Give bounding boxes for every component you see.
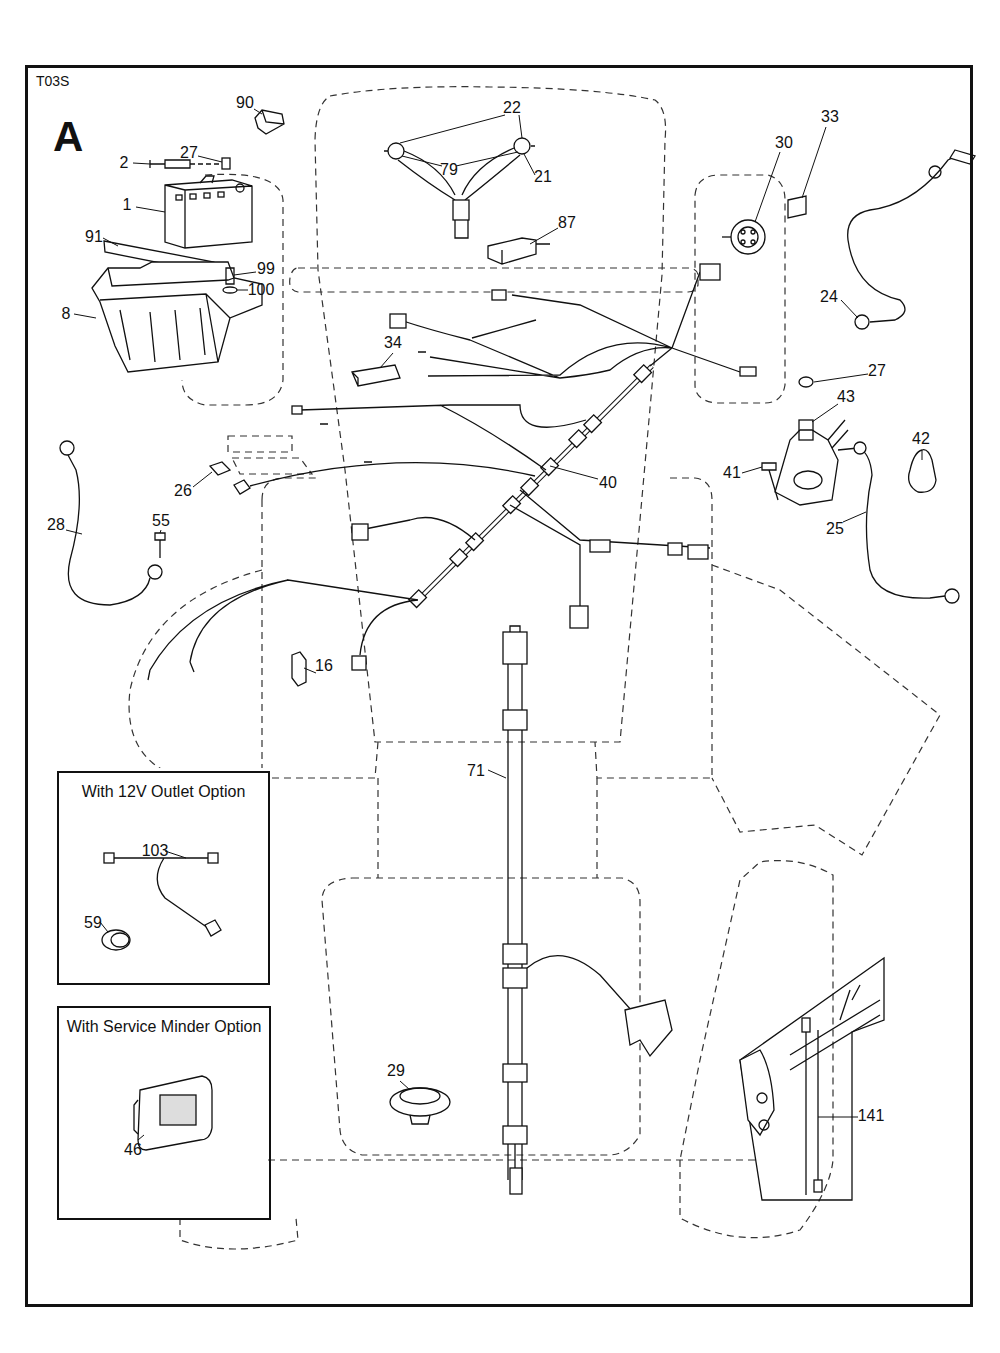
- callout-number: 16: [315, 658, 333, 674]
- option-heading: With 12V Outlet Option: [82, 783, 246, 801]
- callout-number: 24: [820, 289, 838, 305]
- callout-number: 34: [384, 335, 402, 351]
- page-code: T03S: [36, 74, 69, 89]
- callout-number: 22: [503, 100, 521, 116]
- callout-number: 26: [174, 483, 192, 499]
- callout-number: 43: [837, 389, 855, 405]
- callout-number: 46: [124, 1141, 142, 1159]
- callout-number: 27: [180, 145, 198, 161]
- drawing-frame: T03S A With 12V Outlet Option 103 59With Ser…: [25, 65, 973, 1307]
- callout-number: 25: [826, 521, 844, 537]
- callout-number: 40: [599, 475, 617, 491]
- callout-number: 99: [257, 261, 275, 277]
- callout-number: 28: [47, 517, 65, 533]
- callout-number: 100: [248, 282, 275, 298]
- view-letter: A: [53, 114, 83, 160]
- callout-number: 90: [236, 95, 254, 111]
- callout-number: 59: [84, 914, 102, 932]
- callout-number: 55: [152, 513, 170, 529]
- callout-number: 42: [912, 431, 930, 447]
- callout-number: 2: [120, 155, 129, 171]
- callout-number: 8: [62, 306, 71, 322]
- callout-number: 30: [775, 135, 793, 151]
- callout-number: 29: [387, 1063, 405, 1079]
- callout-number: 87: [558, 215, 576, 231]
- callout-number: 1: [123, 197, 132, 213]
- callout-number: 27: [868, 363, 886, 379]
- callout-number: 91: [85, 229, 103, 245]
- option-box: With 12V Outlet Option 103 59: [57, 771, 270, 985]
- option-box: With Service Minder Option 46: [57, 1006, 271, 1220]
- callout-number: 33: [821, 109, 839, 125]
- callout-number: 71: [467, 763, 485, 779]
- callout-number: 79: [440, 162, 458, 178]
- callout-number: 103: [142, 842, 169, 860]
- parts-drawing: [60, 110, 975, 1200]
- leader-lines: [66, 109, 922, 1140]
- callout-number: 141: [858, 1108, 885, 1124]
- callout-number: 41: [723, 465, 741, 481]
- callout-number: 21: [534, 169, 552, 185]
- option-heading: With Service Minder Option: [67, 1018, 262, 1036]
